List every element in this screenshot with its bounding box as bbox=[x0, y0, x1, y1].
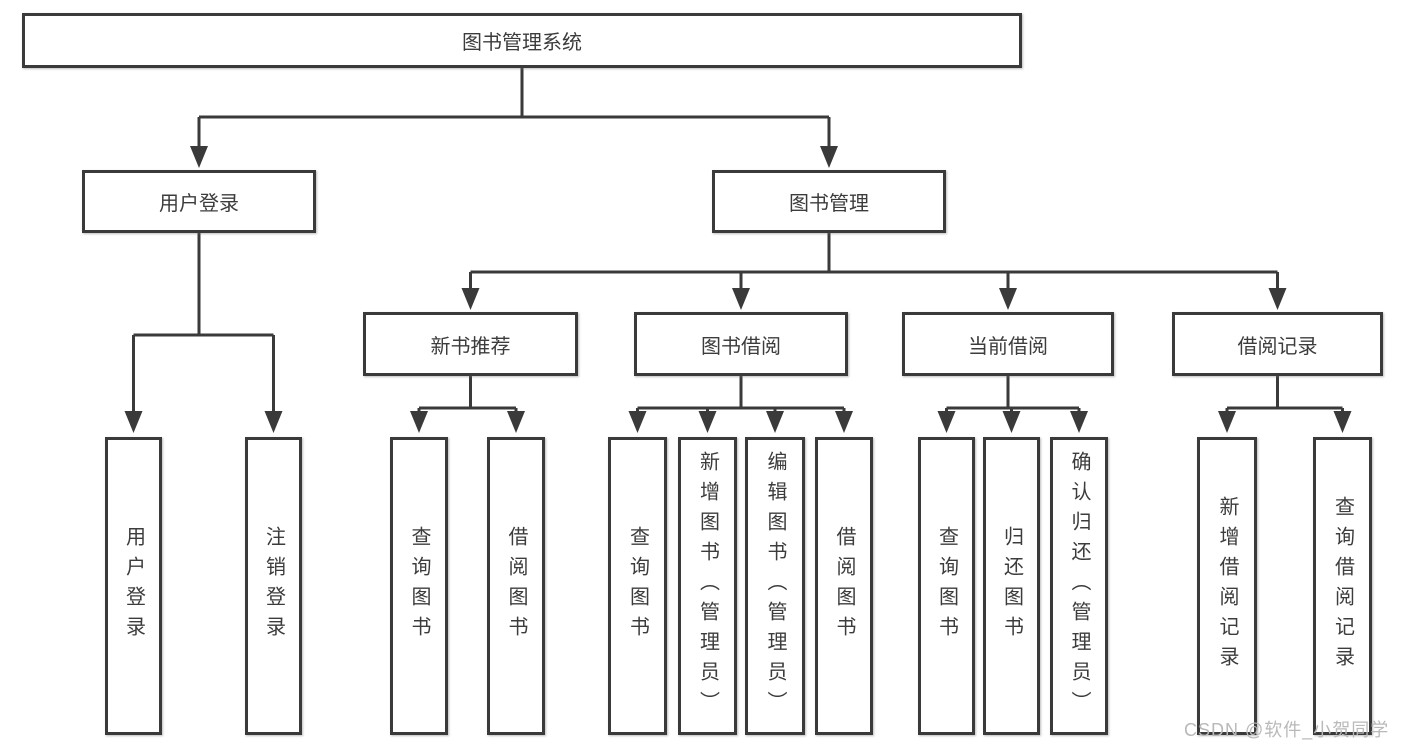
leaf-query-books-current: 查询图书 bbox=[918, 437, 975, 735]
leaf-confirm-return-admin-label: 确认归还（管理员） bbox=[1068, 451, 1090, 721]
leaf-borrow-books-recommend-label: 借阅图书 bbox=[505, 526, 527, 646]
node-borrow-records: 借阅记录 bbox=[1172, 312, 1383, 376]
leaf-query-borrow-record-label: 查询借阅记录 bbox=[1331, 496, 1354, 676]
leaf-query-books-current-label: 查询图书 bbox=[935, 526, 958, 646]
node-book-borrow: 图书借阅 bbox=[634, 312, 848, 376]
leaf-logout: 注销登录 bbox=[245, 437, 302, 735]
leaf-query-books-borrow: 查询图书 bbox=[608, 437, 667, 735]
leaf-borrow-books-label: 借阅图书 bbox=[833, 526, 855, 646]
leaf-add-books-admin-label: 新增图书（管理员） bbox=[696, 451, 719, 721]
leaf-query-books-recommend-label: 查询图书 bbox=[408, 526, 430, 646]
leaf-user-login: 用户登录 bbox=[105, 437, 162, 735]
leaf-return-books: 归还图书 bbox=[983, 437, 1040, 735]
leaf-logout-label: 注销登录 bbox=[262, 526, 285, 646]
csdn-watermark: CSDN @软件_小贺同学 bbox=[1184, 720, 1390, 740]
leaf-confirm-return-admin: 确认归还（管理员） bbox=[1050, 437, 1108, 735]
leaf-query-books-recommend: 查询图书 bbox=[390, 437, 448, 735]
leaf-return-books-label: 归还图书 bbox=[1000, 526, 1023, 646]
leaf-add-borrow-record-label: 新增借阅记录 bbox=[1216, 496, 1238, 676]
leaf-edit-books-admin: 编辑图书（管理员） bbox=[745, 437, 805, 735]
arrowheads bbox=[124, 146, 1352, 433]
leaf-borrow-books-recommend: 借阅图书 bbox=[487, 437, 545, 735]
node-new-book-recommend: 新书推荐 bbox=[363, 312, 578, 376]
node-book-management: 图书管理 bbox=[712, 170, 946, 233]
leaf-add-borrow-record: 新增借阅记录 bbox=[1197, 437, 1257, 735]
leaf-edit-books-admin-label: 编辑图书（管理员） bbox=[764, 451, 786, 721]
leaf-user-login-label: 用户登录 bbox=[122, 526, 145, 646]
node-user-login: 用户登录 bbox=[82, 170, 316, 233]
node-root-system: 图书管理系统 bbox=[22, 13, 1022, 68]
leaf-query-borrow-record: 查询借阅记录 bbox=[1313, 437, 1372, 735]
leaf-add-books-admin: 新增图书（管理员） bbox=[678, 437, 737, 735]
node-current-borrow: 当前借阅 bbox=[902, 312, 1114, 376]
leaf-borrow-books: 借阅图书 bbox=[815, 437, 873, 735]
leaf-query-books-borrow-label: 查询图书 bbox=[626, 526, 649, 646]
